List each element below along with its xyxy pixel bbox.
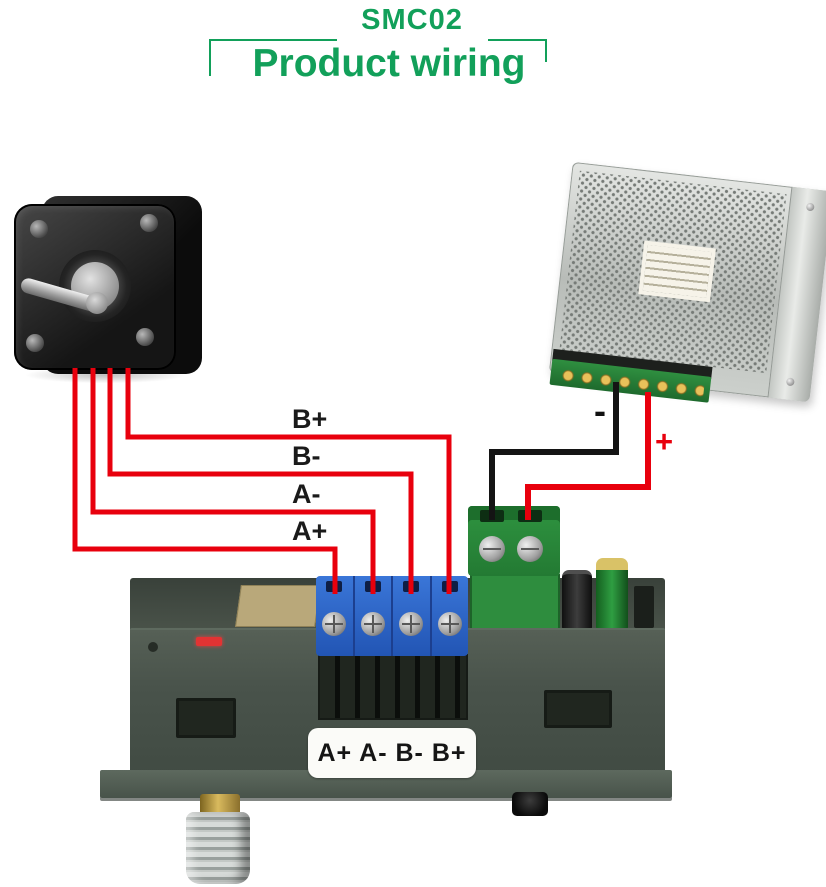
wire-b-minus	[107, 368, 414, 594]
terminal-screw	[399, 612, 424, 636]
page-title: Product wiring	[252, 42, 526, 85]
power-terminal-base	[470, 574, 560, 628]
motor-screw	[30, 220, 48, 238]
capacitor-green	[596, 558, 628, 630]
terminal-screw	[437, 612, 462, 636]
terminal-label-plate: A+ A- B- B+	[308, 728, 476, 778]
motor-terminal-block	[316, 576, 468, 656]
panel-screw-hole	[148, 642, 158, 652]
wire-label-a-minus: A-	[292, 479, 321, 509]
wire-b-plus	[125, 368, 452, 594]
motor-shaft-base	[86, 292, 108, 314]
wire-a-minus	[90, 368, 376, 594]
wire-a-plus	[72, 368, 338, 594]
antenna-connector-nut	[200, 794, 240, 816]
capacitor-black	[562, 570, 592, 630]
status-led	[196, 637, 222, 646]
motor-front-plate	[14, 204, 176, 370]
title-bracket-lines	[209, 39, 547, 76]
board-component-small	[634, 586, 654, 628]
motor-screw	[26, 334, 44, 352]
wire-label-a-plus: A+	[292, 516, 328, 546]
wire-label-b-minus: B-	[292, 441, 321, 471]
wire-label-b-plus: B+	[292, 404, 328, 434]
power-negative-wire	[489, 382, 619, 520]
power-negative-label: -	[594, 390, 606, 431]
terminal-screw	[322, 612, 347, 636]
panel-slot-left	[176, 698, 236, 738]
power-positive-label: +	[655, 424, 674, 459]
power-positive-wire	[525, 392, 651, 520]
antenna-connector-body	[186, 812, 250, 884]
stepper-motor-image	[12, 190, 212, 385]
model-name: SMC02	[361, 4, 463, 36]
terminal-screw	[360, 612, 385, 636]
motor-phase-wires	[72, 368, 452, 594]
power-terminal-block	[468, 506, 560, 576]
panel-slot-right	[544, 690, 612, 728]
motor-screw	[140, 214, 158, 232]
terminal-screw	[479, 536, 505, 562]
terminal-screw	[517, 536, 543, 562]
dc-jack-connector	[512, 792, 548, 816]
motor-screw	[136, 328, 154, 346]
